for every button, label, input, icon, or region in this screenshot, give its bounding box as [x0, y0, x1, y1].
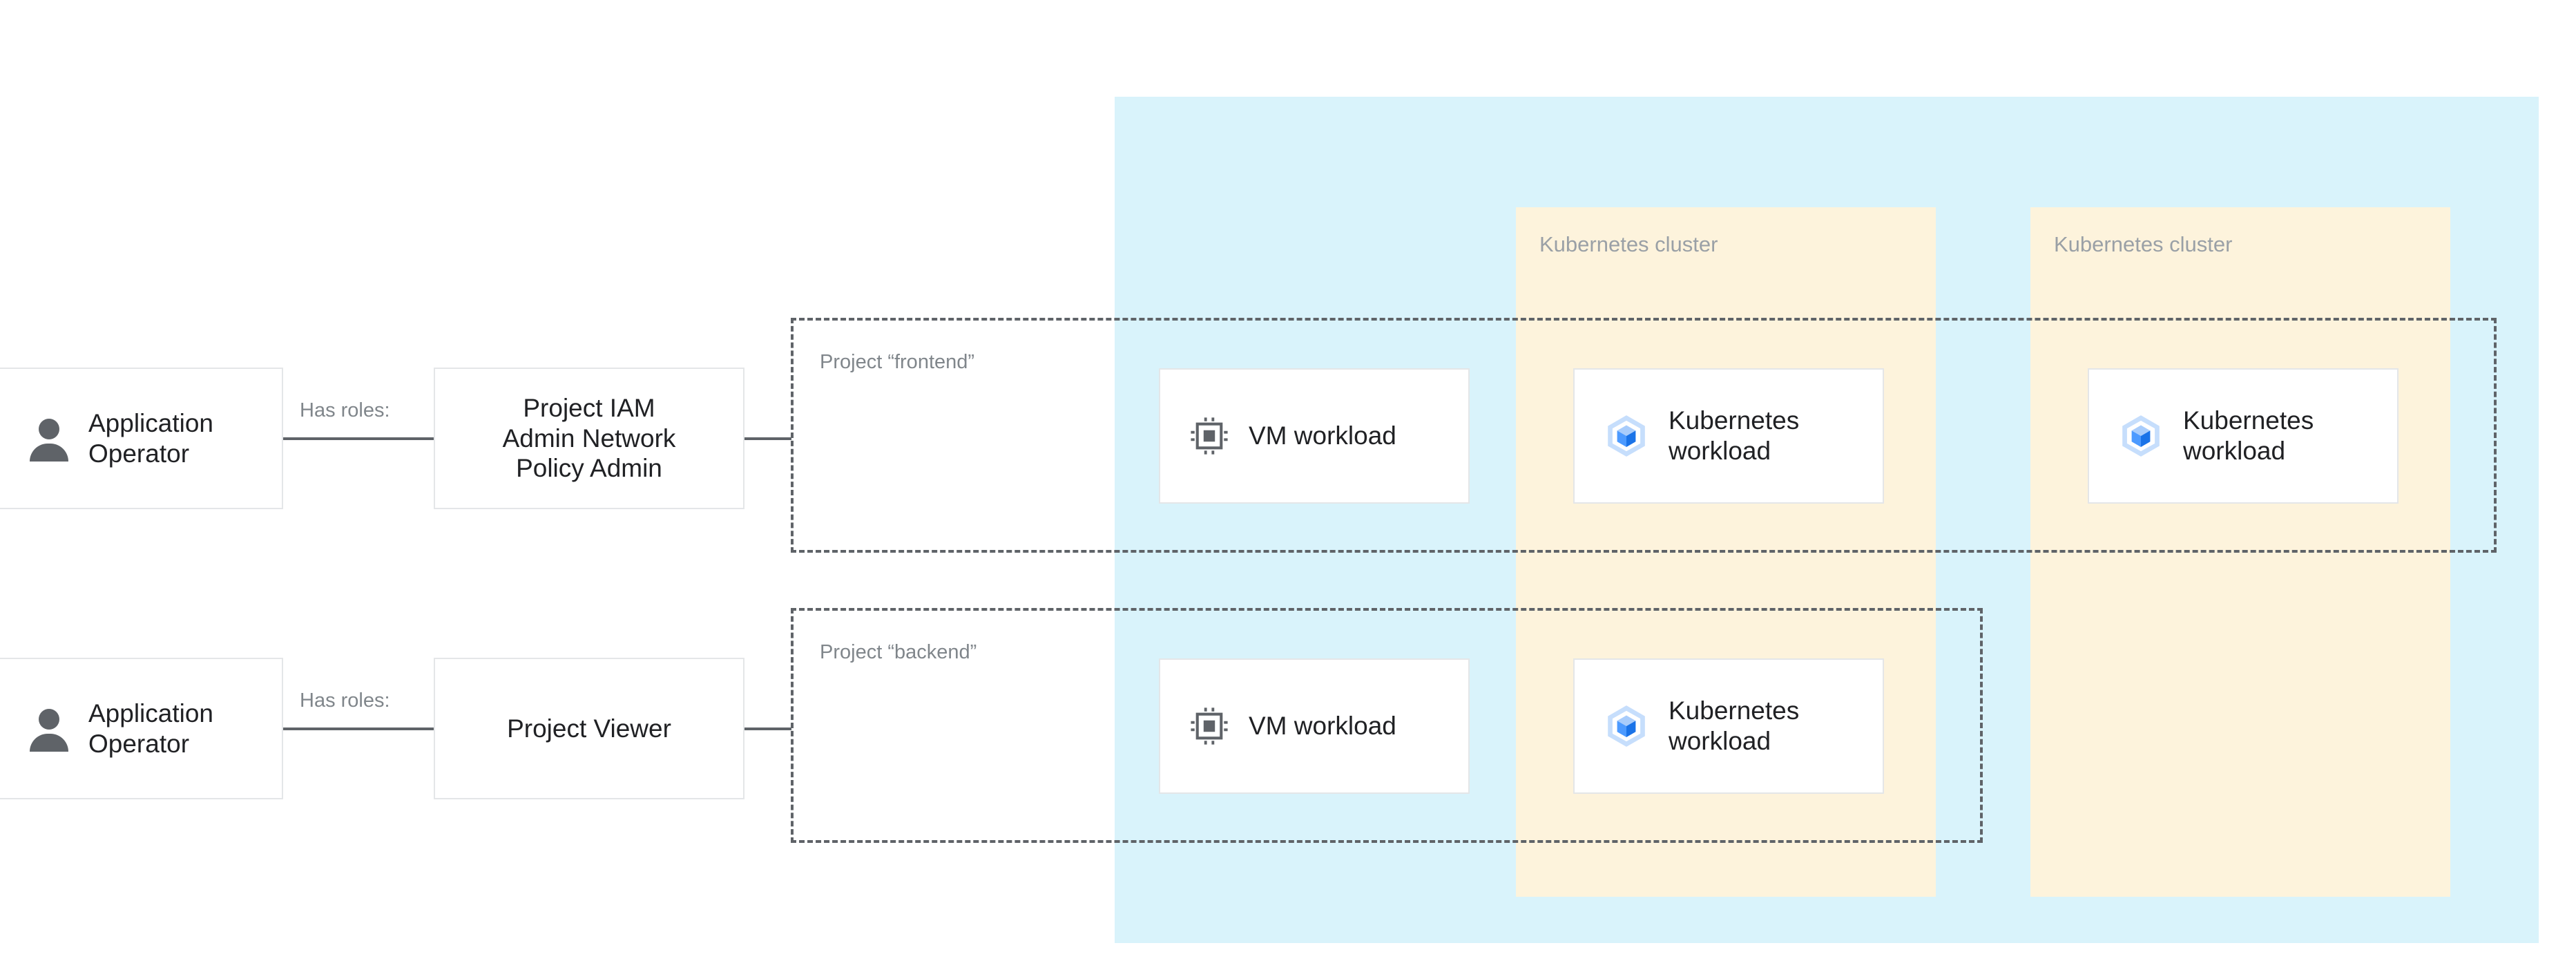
workload-card-vm-frontend[interactable]: VM workload — [1159, 368, 1470, 504]
actor-label-1: Application Operator — [88, 408, 214, 468]
workload-label-k8s-backend-cluster1: Kubernetes workload — [1669, 696, 1800, 755]
connector-actor-to-role-2 — [283, 728, 435, 730]
kubernetes-hexagon-icon — [1604, 413, 1649, 459]
actor-card-content-1: Application Operator — [0, 369, 282, 508]
project-frontend-label: Project “frontend” — [820, 351, 975, 373]
connector-role-to-project-1 — [743, 437, 791, 440]
person-icon-body — [30, 443, 68, 462]
actor-label-2: Application Operator — [88, 698, 214, 758]
kubernetes-hexagon-icon — [1604, 703, 1649, 749]
kubernetes-cluster-1-label: Kubernetes cluster — [1539, 232, 1718, 256]
connector-actor-to-role-1 — [283, 437, 435, 440]
workload-label-k8s-frontend-cluster2: Kubernetes workload — [2183, 406, 2314, 465]
has-roles-label-1: Has roles: — [300, 399, 390, 421]
workload-card-k8s-frontend-cluster2[interactable]: Kubernetes workload — [2088, 368, 2399, 504]
actor-card-application-operator-1[interactable]: Application Operator — [0, 368, 283, 509]
cpu-chip-icon — [1189, 706, 1229, 746]
project-backend-label: Project “backend” — [820, 641, 977, 663]
workload-card-vm-backend[interactable]: VM workload — [1159, 658, 1470, 794]
person-icon-body — [30, 733, 68, 752]
person-icon-head — [39, 708, 59, 730]
workload-card-k8s-backend-cluster1[interactable]: Kubernetes workload — [1573, 658, 1884, 794]
role-card-project-viewer[interactable]: Project Viewer — [434, 658, 744, 799]
project-frontend-boundary: Project “frontend” — [791, 318, 2497, 553]
actor-card-content-2: Application Operator — [0, 659, 282, 798]
kubernetes-hexagon-icon — [2118, 413, 2164, 459]
role-label-1: Project IAM Admin Network Policy Admin — [502, 394, 676, 483]
project-backend-boundary: Project “backend” — [791, 608, 1983, 843]
role-card-project-iam-admin[interactable]: Project IAM Admin Network Policy Admin — [434, 368, 744, 509]
workload-label-vm-frontend: VM workload — [1249, 421, 1396, 450]
person-icon — [28, 417, 70, 462]
person-icon — [28, 707, 70, 752]
role-label-2: Project Viewer — [507, 714, 671, 743]
person-icon-head — [39, 418, 59, 439]
kubernetes-cluster-2-label: Kubernetes cluster — [2054, 232, 2233, 256]
cpu-chip-icon — [1189, 416, 1229, 456]
workload-card-k8s-frontend-cluster1[interactable]: Kubernetes workload — [1573, 368, 1884, 504]
has-roles-label-2: Has roles: — [300, 690, 390, 712]
connector-role-to-project-2 — [743, 728, 791, 730]
workload-label-vm-backend: VM workload — [1249, 712, 1396, 741]
actor-card-application-operator-2[interactable]: Application Operator — [0, 658, 283, 799]
workload-label-k8s-frontend-cluster1: Kubernetes workload — [1669, 406, 1800, 465]
